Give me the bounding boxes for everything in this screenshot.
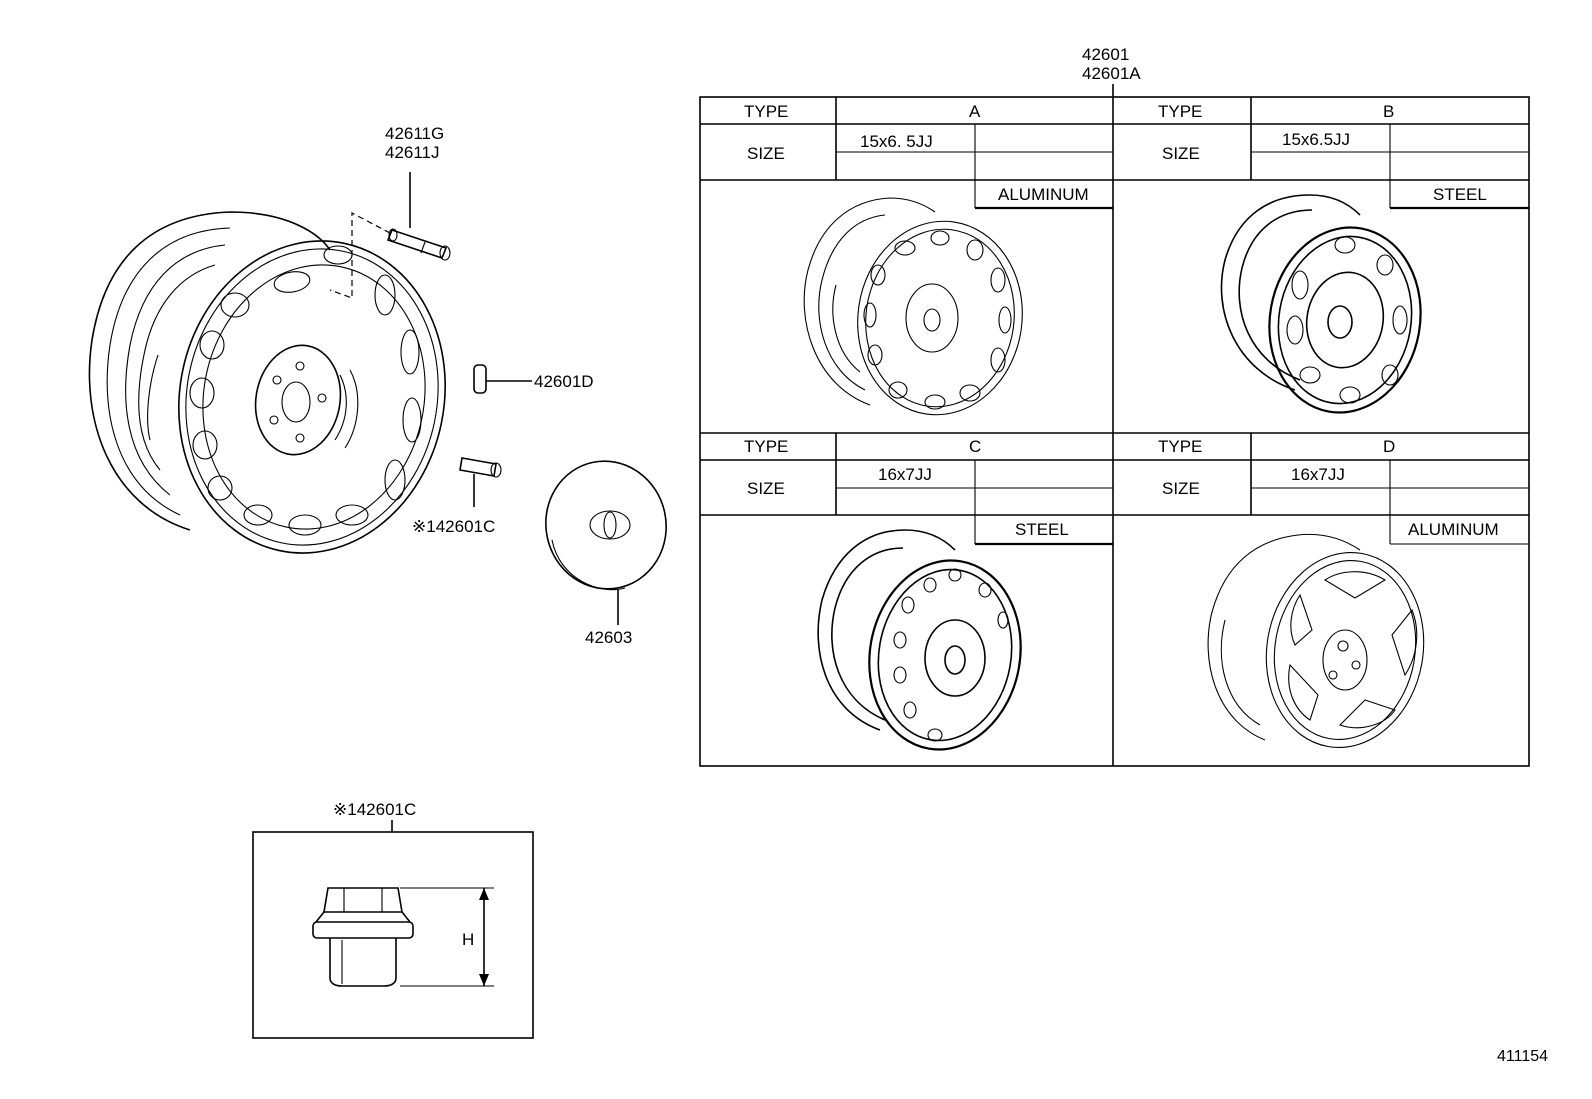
dimension-h-label: H [462, 930, 474, 949]
material-b: STEEL [1433, 185, 1487, 204]
type-label-d: TYPE [1158, 437, 1202, 456]
type-value-a: A [969, 102, 981, 121]
type-value-c: C [969, 437, 981, 456]
type-label-b: TYPE [1158, 102, 1202, 121]
wheel-assy-label-1: 42601 [1082, 45, 1129, 64]
valve-stem-illustration [329, 172, 451, 299]
size-label-a: SIZE [747, 144, 785, 163]
wheel-type-table: 42601 42601A TYPE A SIZE 15x6. 5JJ [699, 45, 1530, 767]
type-label-c: TYPE [744, 437, 788, 456]
valve-cap-label: 42601D [534, 372, 594, 391]
size-label-c: SIZE [747, 479, 785, 498]
wheel-type-c-illustration [817, 529, 1022, 751]
size-value-d: 16x7JJ [1291, 465, 1345, 484]
center-cap-illustration [545, 460, 667, 625]
center-cap-label: 42603 [585, 628, 632, 647]
material-c: STEEL [1015, 520, 1069, 539]
valve-cap-illustration [473, 364, 532, 394]
size-label-d: SIZE [1162, 479, 1200, 498]
valve-stem-label-1: 42611G [385, 124, 444, 143]
type-value-d: D [1383, 437, 1395, 456]
hub-nut-label: ※142601C [412, 517, 495, 536]
detail-nut-label: ※142601C [333, 800, 416, 819]
rim-windows [189, 245, 422, 536]
hub-nut-illustration [459, 457, 502, 507]
size-label-b: SIZE [1162, 144, 1200, 163]
valve-stem-label-2: 42611J [385, 143, 440, 162]
size-value-b: 15x6.5JJ [1282, 130, 1350, 149]
size-value-a: 15x6. 5JJ [860, 132, 933, 151]
material-d: ALUMINUM [1408, 520, 1499, 539]
wheel-type-b-illustration [1220, 194, 1422, 414]
wheel-type-a-illustration [803, 197, 1023, 416]
type-label-a: TYPE [744, 102, 788, 121]
wheel-type-d-illustration [1207, 533, 1425, 749]
hub-nut-detail-box: ※142601C H [252, 800, 534, 1039]
main-wheel-illustration [88, 211, 446, 554]
type-value-b: B [1383, 102, 1394, 121]
material-a: ALUMINUM [998, 185, 1089, 204]
wheel-assy-label-2: 42601A [1082, 64, 1141, 83]
size-value-c: 16x7JJ [878, 465, 932, 484]
diagram-id: 411154 [1497, 1048, 1548, 1065]
